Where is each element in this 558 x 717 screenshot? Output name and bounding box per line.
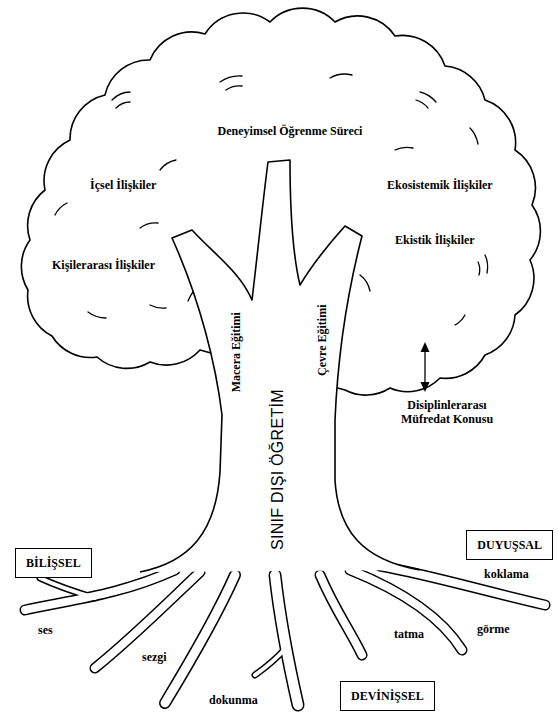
trunk-label: SINIF DIŞI ÖĞRETİM	[267, 388, 286, 553]
root-label: tatma	[392, 627, 426, 641]
relation-label: Ekistik İlişkiler	[393, 233, 477, 247]
relation-label: İçsel İlişkiler	[88, 178, 158, 192]
tree-roots	[25, 566, 545, 705]
root-label: dokunma	[207, 693, 260, 707]
root-label: sezgi	[140, 650, 169, 664]
curriculum-note: Disiplinlerarası Müfredat Konusu	[385, 398, 509, 427]
branch-label: Macera Eğitimi	[229, 310, 243, 394]
root-label: ses	[36, 623, 55, 637]
domain-label: BİLİŞSEL	[26, 556, 81, 570]
domain-box: BİLİŞSEL	[15, 548, 92, 578]
tree-roots-inner	[25, 566, 545, 705]
branch-label: Çevre Eğitimi	[315, 302, 329, 377]
relation-label: Kişilerarası İlişkiler	[50, 258, 157, 272]
root-label: koklama	[482, 567, 531, 581]
double-arrow	[421, 342, 430, 392]
relation-label: Ekosistemik İlişkiler	[385, 178, 495, 192]
tree-trunk	[140, 160, 420, 572]
domain-label: DUYUŞSAL	[477, 538, 542, 552]
domain-label: DEVİNİŞSEL	[351, 689, 424, 703]
tree-trunk-fill	[140, 160, 420, 572]
process-label: Deneyimsel Öğrenme Süreci	[216, 124, 365, 138]
root-label: görme	[475, 622, 512, 636]
domain-box: DEVİNİŞSEL	[340, 681, 435, 711]
domain-box: DUYUŞSAL	[466, 530, 553, 560]
